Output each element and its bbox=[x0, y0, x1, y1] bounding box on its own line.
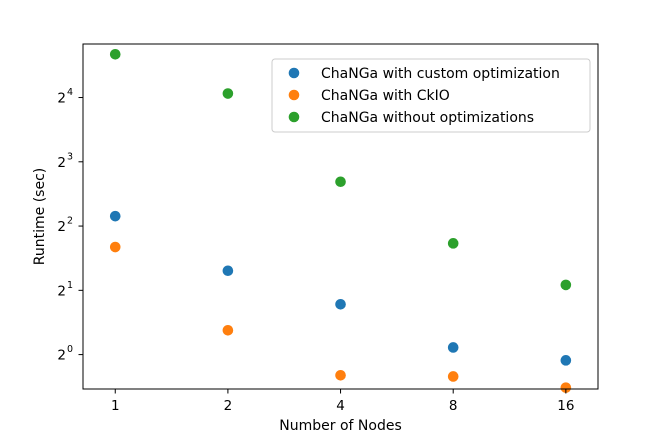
y-tick-exponent: 4 bbox=[67, 87, 73, 98]
data-point-s2-2 bbox=[335, 176, 346, 188]
y-tick-base: 2 bbox=[57, 155, 66, 171]
y-tick-exponent: 0 bbox=[67, 344, 73, 355]
x-tick-label: 8 bbox=[449, 398, 458, 414]
x-tick-label: 16 bbox=[557, 398, 574, 414]
y-tick-base: 2 bbox=[57, 348, 66, 364]
legend-label-0: ChaNGa with custom optimization bbox=[321, 66, 560, 82]
y-tick-exponent: 1 bbox=[67, 280, 73, 291]
data-point-s2-1 bbox=[222, 88, 234, 99]
y-axis-label: Runtime (sec) bbox=[32, 168, 48, 265]
data-point-s1-0 bbox=[109, 241, 121, 253]
y-tick-exponent: 2 bbox=[67, 216, 73, 227]
y-tick-base: 2 bbox=[57, 219, 66, 235]
data-point-s2-3 bbox=[447, 238, 459, 249]
legend-frame bbox=[271, 58, 591, 133]
x-axis-label: Number of Nodes bbox=[279, 418, 401, 434]
data-point-s0-3 bbox=[447, 342, 459, 353]
data-point-s0-2 bbox=[335, 299, 346, 310]
data-point-s1-4 bbox=[560, 382, 572, 393]
data-point-s0-4 bbox=[560, 355, 572, 366]
x-tick-label: 4 bbox=[336, 398, 345, 414]
x-tick-label: 1 bbox=[111, 398, 120, 414]
plot-frame bbox=[82, 43, 599, 390]
legend-marker-0 bbox=[288, 67, 300, 79]
legend-label-1: ChaNGa with CkIO bbox=[321, 88, 450, 104]
legend-marker-1 bbox=[288, 89, 300, 101]
x-tick-label: 2 bbox=[224, 398, 233, 414]
data-point-s0-0 bbox=[109, 210, 121, 222]
legend-marker-2 bbox=[288, 111, 300, 123]
data-point-s2-4 bbox=[560, 279, 572, 291]
y-tick-base: 2 bbox=[57, 283, 66, 299]
data-point-s1-2 bbox=[335, 369, 346, 381]
data-point-s2-0 bbox=[109, 49, 121, 60]
y-tick-exponent: 3 bbox=[67, 151, 73, 162]
x-axis-ticks: 1 2 4 8 16 bbox=[111, 389, 574, 414]
y-tick-base: 2 bbox=[57, 91, 66, 107]
legend-label-2: ChaNGa without optimizations bbox=[321, 110, 534, 126]
data-point-s1-1 bbox=[222, 324, 234, 336]
data-point-s1-3 bbox=[447, 371, 459, 382]
data-point-s0-1 bbox=[222, 265, 234, 277]
chart-marks bbox=[109, 49, 572, 393]
